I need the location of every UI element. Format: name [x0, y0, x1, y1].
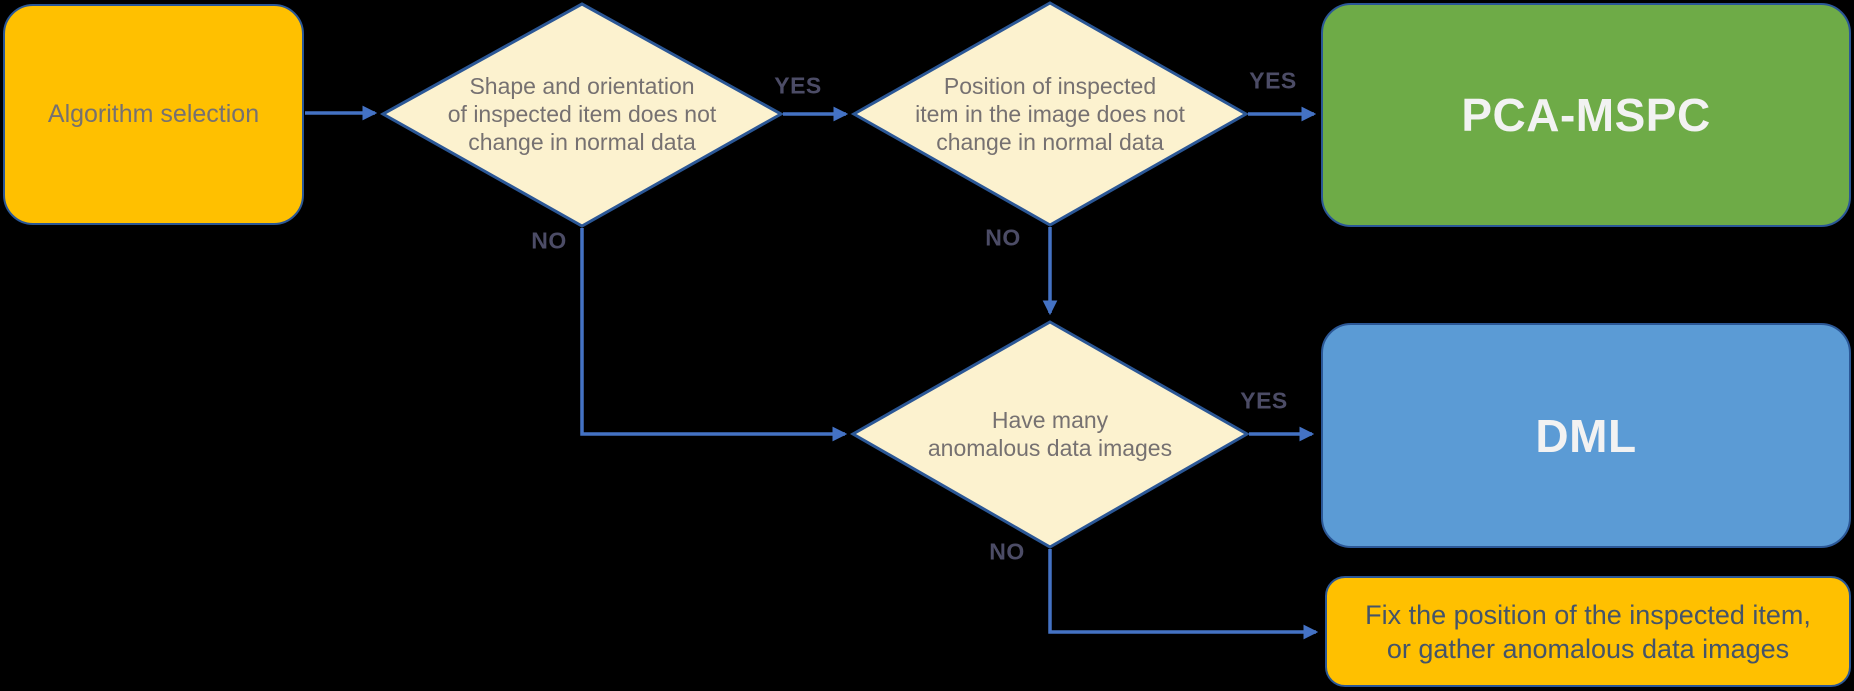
decision1-line: of inspected item does not — [447, 101, 717, 127]
yes-label-decision1: YES — [774, 72, 822, 99]
decision1-line: change in normal data — [468, 129, 696, 155]
pca-node-label: PCA-MSPC — [1461, 89, 1711, 141]
fix-node-line: Fix the position of the inspected item, — [1365, 599, 1811, 630]
yes-label-decision3: YES — [1240, 387, 1288, 414]
no-label-decision2: NO — [985, 224, 1021, 251]
decision3-label: Have many anomalous data images — [928, 406, 1172, 462]
decision-diamond-position — [850, 1, 1250, 227]
outcome-node-fix-position: Fix the position of the inspected item, … — [1325, 576, 1851, 687]
decision1-line: Shape and orientation — [469, 73, 695, 99]
decision-diamond-anomalous — [849, 320, 1251, 549]
dml-node-label: DML — [1535, 409, 1637, 462]
decision2-line: Position of inspected — [943, 73, 1157, 99]
start-node-label: Algorithm selection — [47, 100, 260, 128]
outcome-node-dml: DML — [1321, 323, 1851, 548]
decision2-label: Position of inspected item in the image … — [915, 72, 1185, 156]
outcome-node-pca-mspc: PCA-MSPC — [1321, 3, 1851, 227]
decision2-line: change in normal data — [936, 129, 1164, 155]
no-label-decision1: NO — [531, 227, 567, 254]
decision1-label: Shape and orientation of inspected item … — [448, 72, 717, 156]
yes-label-decision2: YES — [1249, 67, 1297, 94]
start-node-algorithm-selection: Algorithm selection — [3, 4, 304, 225]
fix-node-line: or gather anomalous data images — [1386, 633, 1790, 664]
decision3-line: anomalous data images — [927, 435, 1173, 461]
decision-diamond-shape-orientation — [379, 2, 785, 228]
arrow-decision3-no-to-fix — [1048, 549, 1319, 640]
decision2-line: item in the image does not — [915, 101, 1185, 127]
decision3-line: Have many — [991, 407, 1109, 433]
arrow-decision1-no-to-decision3 — [580, 228, 848, 442]
no-label-decision3: NO — [989, 538, 1025, 565]
